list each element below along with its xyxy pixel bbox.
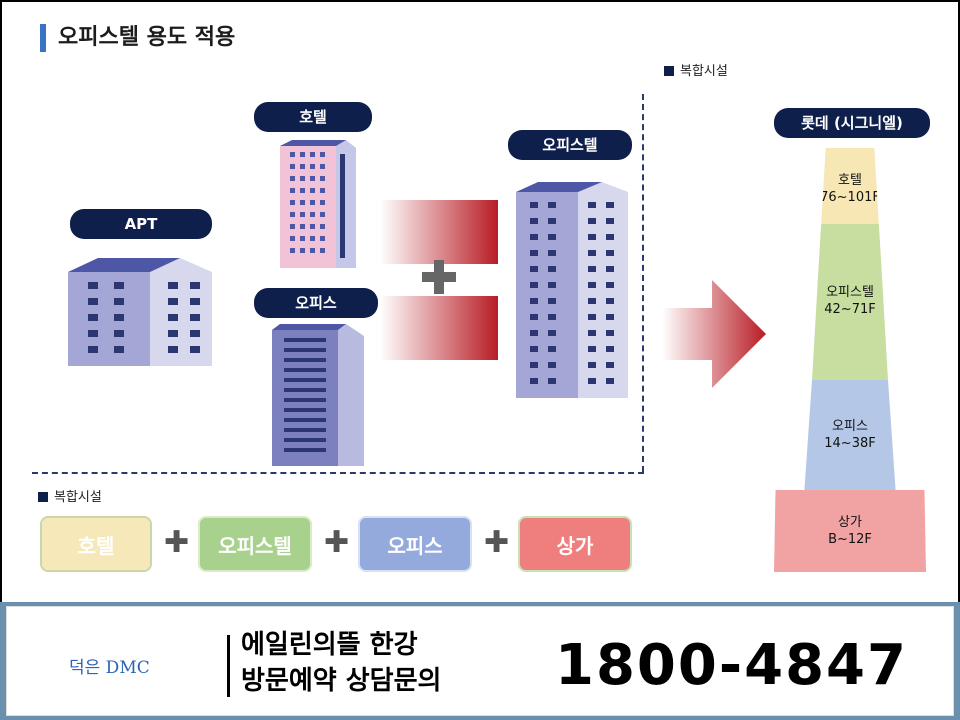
tower-title: 롯데 (시그니엘): [774, 108, 930, 138]
facility-box-office: 오피스: [358, 516, 472, 572]
plus-icon: [422, 260, 456, 294]
apt-label: APT: [70, 209, 212, 239]
plus-icon: ✚: [164, 525, 190, 560]
phone-number[interactable]: 1800-4847: [555, 633, 908, 698]
officetel-label: 오피스텔: [508, 130, 632, 160]
office-building-icon: [272, 324, 364, 466]
square-bullet-icon: [38, 492, 48, 502]
page-title: 오피스텔 용도 적용: [58, 25, 236, 50]
vertical-divider: [642, 94, 644, 472]
footer-inner: 덕은 DMC 에일린의뜰 한강 방문예약 상담문의 1800-4847: [6, 606, 954, 716]
footer-line-2: 방문예약 상담문의: [241, 666, 442, 696]
facility-box-hotel: 호텔: [40, 516, 152, 572]
plus-icon: ✚: [324, 525, 350, 560]
footer-line-1: 에일린의뜰 한강: [241, 630, 418, 660]
brand-logo-text: 덕은 DMC: [69, 658, 150, 678]
plus-icon: ✚: [484, 525, 510, 560]
section-label-bottom: 복합시설: [38, 490, 102, 506]
diagram-panel: 오피스텔 용도 적용 복합시설 APT 호텔: [0, 0, 960, 604]
facility-box-officetel: 오피스텔: [198, 516, 312, 572]
section-label-top: 복합시설: [664, 64, 728, 80]
facility-box-retail: 상가: [518, 516, 632, 572]
hotel-building-icon: [280, 140, 356, 268]
horizontal-divider: [32, 472, 644, 474]
hotel-label: 호텔: [254, 102, 372, 132]
square-bullet-icon: [664, 66, 674, 76]
title-accent-bar: [40, 24, 46, 52]
footer-banner: 덕은 DMC 에일린의뜰 한강 방문예약 상담문의 1800-4847: [0, 602, 960, 720]
arrow-right-icon: [662, 280, 766, 388]
merge-bars: [380, 200, 498, 360]
apt-building-icon: [68, 258, 212, 366]
office-label: 오피스: [254, 288, 378, 318]
officetel-building-icon: [516, 182, 628, 398]
footer-divider: [227, 635, 230, 697]
